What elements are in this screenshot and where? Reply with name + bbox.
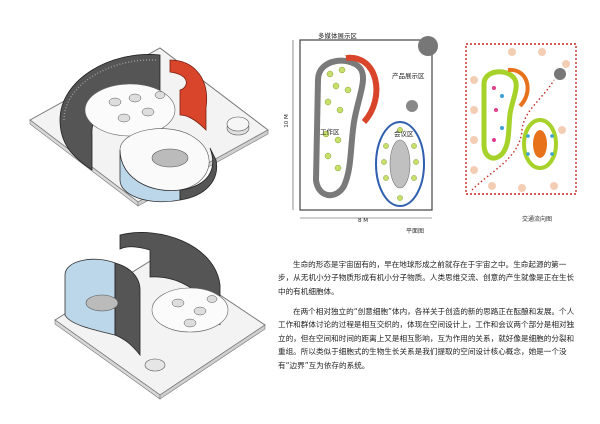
traffic-product-disk <box>554 68 566 80</box>
traffic-work-cell <box>481 69 519 161</box>
body-paragraph-2: 在两个相对独立的“创意细胞”体内，各祥关于创造的新的思路正在酝酿和发展。个人工作… <box>278 307 575 370</box>
body-paragraph-1: 生命的形态是宇宙固有的，早在地球形成之前就存在于宇宙之中。生命起源的第一步，从无… <box>278 260 575 296</box>
floor-plan: 多媒体展示区 产品展示区 工作区 会议区 10 M 8 M 平面图 <box>284 18 448 235</box>
product-disk-small <box>406 100 418 112</box>
traffic-flow-drawing <box>465 43 577 195</box>
traffic-orange-arc <box>507 67 530 108</box>
isometric-view-bottom <box>40 215 270 415</box>
isometric-view-top <box>20 20 270 210</box>
label-product: 产品展示区 <box>392 72 425 80</box>
traffic-caption: 交通流向图 <box>522 216 553 223</box>
label-meeting: 会议区 <box>394 130 414 138</box>
traffic-meeting-table <box>533 130 547 158</box>
isometric-drawing-bottom <box>54 232 266 400</box>
product-disk-2 <box>144 358 166 372</box>
isometric-drawing-top <box>29 47 269 207</box>
red-arc-wall <box>345 54 380 125</box>
meeting-table-plan <box>389 139 411 189</box>
label-multimedia: 多媒体展示区 <box>318 32 357 40</box>
multimedia-red-wall <box>169 59 208 131</box>
dimension-width: 8 M <box>358 218 368 224</box>
meeting-table <box>151 148 189 168</box>
traffic-flow-path <box>471 79 555 191</box>
work-cell <box>312 57 366 198</box>
floor-plan-drawing <box>292 36 438 219</box>
label-work: 工作区 <box>320 128 340 136</box>
dimension-height: 10 M <box>283 114 290 128</box>
product-disk-large <box>418 36 438 56</box>
traffic-flow-plan: 交通流向图 <box>462 40 582 230</box>
floor-plan-caption: 平面图 <box>406 228 425 235</box>
